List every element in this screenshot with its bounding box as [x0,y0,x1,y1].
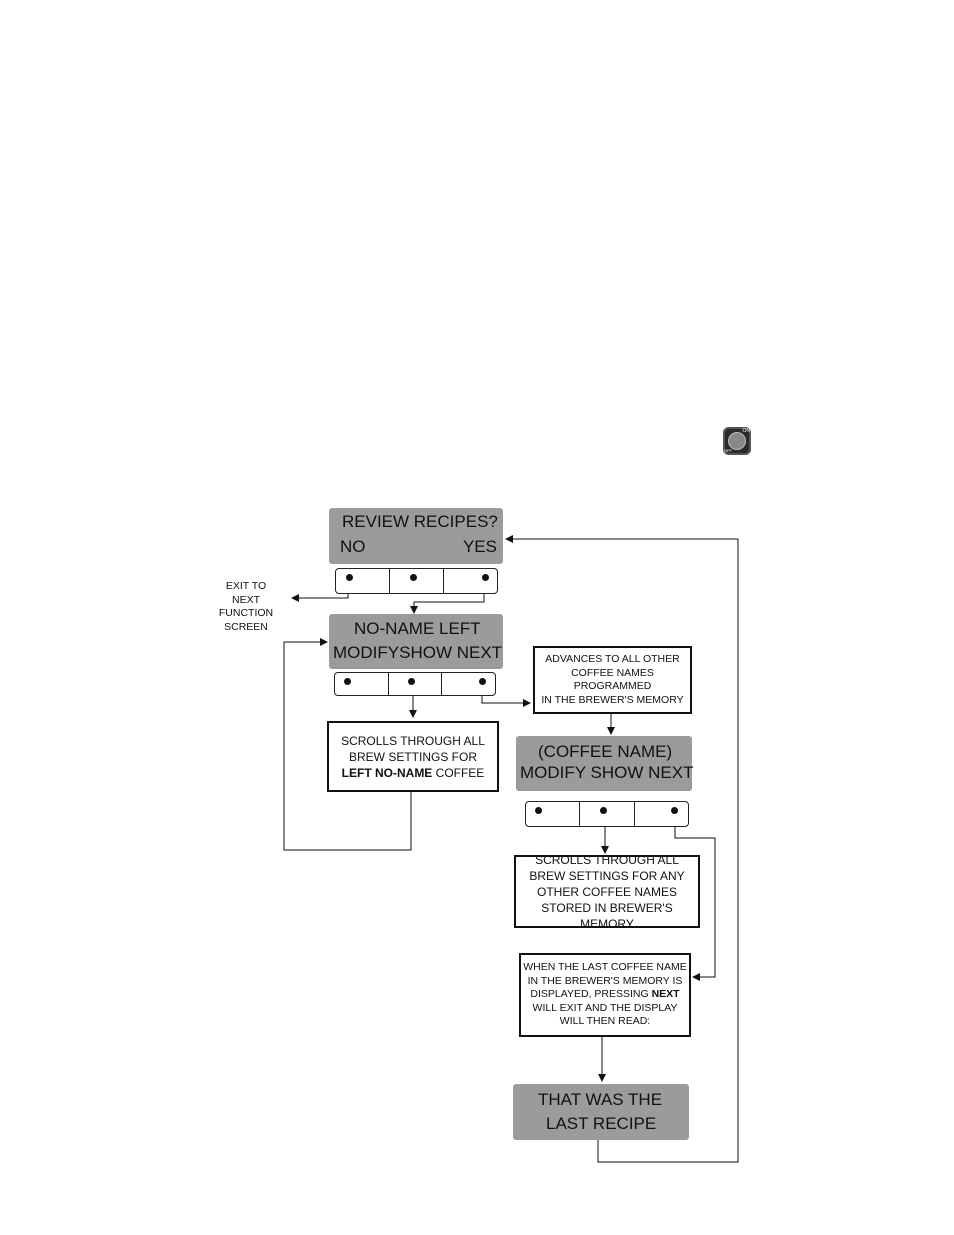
note-line: IN THE BREWER'S MEMORY [541,693,684,706]
no-name-show-button[interactable] [389,673,443,695]
button-dot-icon [670,807,678,814]
coffee-next-button[interactable] [635,802,688,826]
note-text: COFFEE [432,765,485,780]
exit-note-line: SCREEN [224,620,268,633]
note-line: BREW SETTINGS FOR ANY [529,868,685,883]
no-name-title: NO-NAME LEFT [354,619,481,638]
arrow-next-to-last-note [674,813,716,981]
coffee-name-display: (COFFEE NAME) MODIFY SHOW NEXT [516,736,694,791]
power-off-label: OFF [724,448,732,453]
arrow-last-back-to-review [505,535,739,1163]
review-yes-label: YES [462,537,497,556]
review-recipes-title: REVIEW RECIPES? [342,512,498,531]
note-line: SCROLLS THROUGH ALL [341,733,485,748]
review-yes-button[interactable] [444,569,497,593]
button-dot-icon [407,678,415,685]
button-dot-icon [410,574,417,581]
note-line: WHEN THE LAST COFFEE NAME [523,961,687,974]
power-icon-face [728,432,746,450]
note-line: ADVANCES TO ALL OTHER [545,653,680,665]
button-dot-icon [482,574,489,581]
no-name-modify-button[interactable] [335,673,389,695]
note-bold-text: LEFT NO-NAME [341,765,433,780]
note-line: STORED IN BREWER'S MEMORY [541,900,673,931]
note-line: DISPLAYED, PRESSING NEXT [521,988,689,1002]
last-coffee-name-note: WHEN THE LAST COFFEE NAME IN THE BREWER'… [519,953,691,1037]
note-line: OTHER COFFEE NAMES [536,884,677,899]
coffee-show-button[interactable] [580,802,635,826]
note-text: DISPLAYED, PRESSING [530,988,652,1001]
review-no-button[interactable] [336,569,390,593]
review-recipes-display: REVIEW RECIPES? NO YES [329,508,503,564]
exit-note-line: EXIT TO [225,580,267,592]
button-dot-icon [346,574,353,581]
note-line: WILL THEN READ: [559,1015,651,1028]
note-line: IN THE BREWER'S MEMORY IS [527,974,683,987]
review-keypad [335,568,498,594]
exit-note: EXIT TO NEXT FUNCTION SCREEN [204,580,288,634]
last-recipe-line2: LAST RECIPE [546,1114,657,1133]
scroll-left-note: SCROLLS THROUGH ALL BREW SETTINGS FOR LE… [327,721,499,792]
button-dot-icon [535,807,542,814]
coffee-name-options: MODIFY SHOW NEXT [520,763,694,782]
note-line: LEFT NO-NAME COFFEE [329,765,497,781]
power-on-label: ON [742,428,751,434]
no-name-left-display: NO-NAME LEFT MODIFYSHOW NEXT [329,614,503,669]
note-line: COFFEE NAMES PROGRAMMED [571,666,654,693]
last-recipe-line1: THAT WAS THE [538,1090,663,1109]
arrow-loop-to-noname [283,638,412,851]
note-line: BREW SETTINGS FOR [348,749,477,764]
coffee-modify-button[interactable] [526,802,581,826]
review-no-label: NO [340,537,366,556]
no-name-options: MODIFYSHOW NEXT [333,643,503,662]
note-bold-text: NEXT [651,988,680,1001]
advances-note: ADVANCES TO ALL OTHER COFFEE NAMES PROGR… [533,646,692,714]
coffee-name-title: (COFFEE NAME) [538,742,673,761]
coffee-name-keypad [525,801,689,827]
exit-note-line: NEXT FUNCTION [218,593,274,620]
button-dot-icon [479,678,487,685]
review-middle-button[interactable] [390,569,444,593]
power-on-off-icon: ON OFF [723,427,751,455]
button-dot-icon [344,678,351,685]
scroll-other-note: SCROLLS THROUGH ALL BREW SETTINGS FOR AN… [514,852,700,931]
note-line: WILL EXIT AND THE DISPLAY [532,1001,678,1014]
button-dot-icon [600,807,608,814]
no-name-keypad [334,672,496,696]
note-line: SCROLLS THROUGH ALL [535,852,679,867]
last-recipe-display: THAT WAS THE LAST RECIPE [513,1084,689,1140]
no-name-next-button[interactable] [442,673,495,695]
